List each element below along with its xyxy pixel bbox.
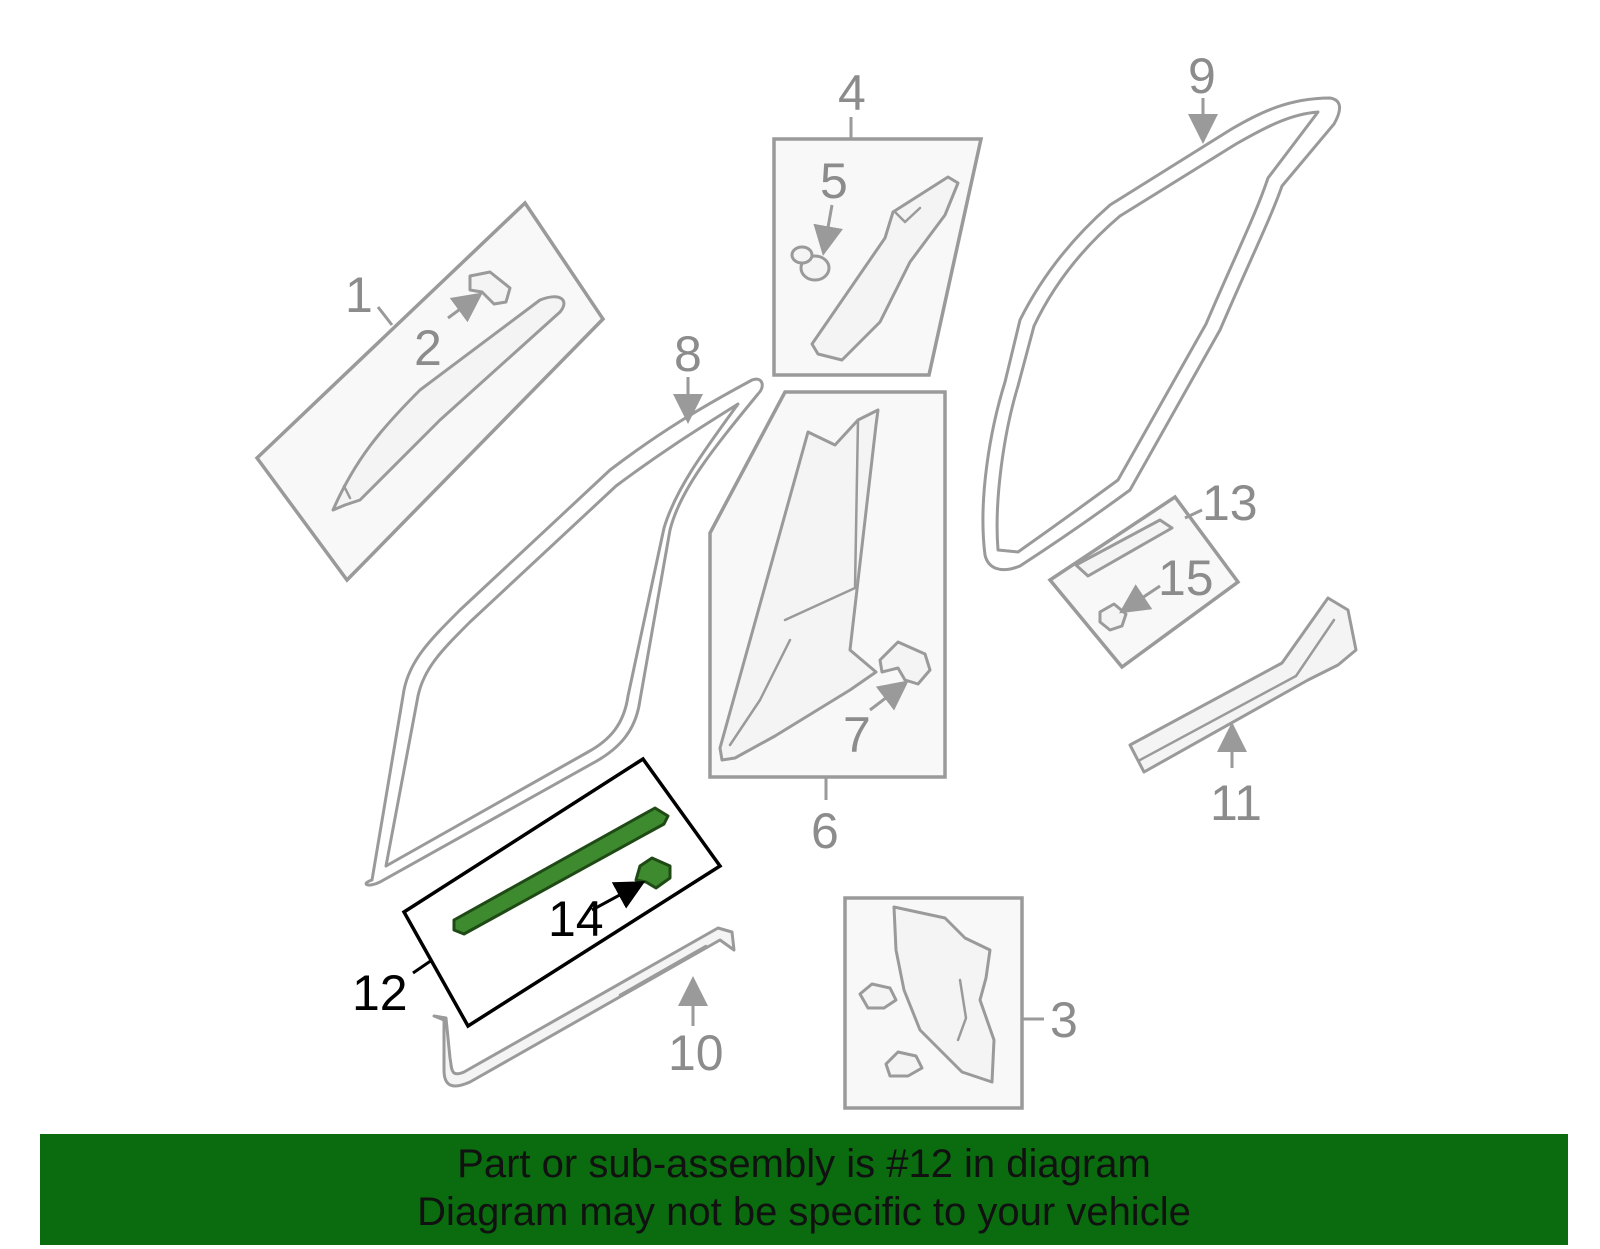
- lower-quarter-trim: [892, 905, 996, 1084]
- callout-1: 1: [345, 267, 373, 323]
- clip-part-2: [468, 270, 512, 306]
- callout-3: 3: [1050, 992, 1078, 1048]
- rear-sill-scuff: [1128, 596, 1358, 774]
- front-sill-trim: [432, 926, 736, 1088]
- part-group-13[interactable]: [1047, 494, 1241, 670]
- clip-left-lower: [884, 1050, 924, 1078]
- clip-part-14: [634, 856, 672, 890]
- callout-14: 14: [548, 891, 604, 947]
- callout-15: 15: [1158, 550, 1214, 606]
- callout-9: 9: [1188, 48, 1216, 104]
- part-group-4[interactable]: [772, 117, 984, 377]
- rear-scuff-plate: [1074, 518, 1174, 578]
- sill-trim-10[interactable]: [432, 926, 736, 1088]
- callout-7: 7: [843, 707, 871, 763]
- a-pillar-trim: [331, 295, 566, 512]
- banner-line-2: Diagram may not be specific to your vehi…: [417, 1190, 1191, 1234]
- callout-11: 11: [1210, 775, 1262, 831]
- callout-2: 2: [414, 320, 442, 376]
- clip-part-7: [878, 640, 932, 686]
- callout-13: 13: [1202, 475, 1258, 531]
- part-group-3[interactable]: [843, 896, 1044, 1110]
- callout-6: 6: [811, 803, 839, 859]
- upper-quarter-trim: [810, 175, 960, 362]
- callout-12: 12: [352, 965, 408, 1021]
- info-banner: Part or sub-assembly is #12 in diagram D…: [40, 1134, 1568, 1245]
- sill-scuff-11[interactable]: [1128, 596, 1358, 774]
- callout-4: 4: [838, 65, 866, 121]
- clip-part-5: [790, 245, 831, 282]
- part-group-1[interactable]: [254, 200, 606, 583]
- clip-left-upper: [858, 982, 898, 1010]
- callout-8: 8: [674, 326, 702, 382]
- center-pillar-trim: [718, 408, 880, 762]
- callout-5: 5: [820, 153, 848, 209]
- front-scuff-plate-12: [452, 806, 670, 936]
- part-group-12-highlighted[interactable]: [401, 756, 723, 1029]
- door-weatherstrip-9[interactable]: [981, 96, 1341, 571]
- part-group-6[interactable]: [708, 390, 947, 800]
- door-weatherstrip-8[interactable]: [364, 377, 764, 887]
- banner-line-1: Part or sub-assembly is #12 in diagram: [457, 1142, 1151, 1186]
- callout-10: 10: [668, 1025, 724, 1081]
